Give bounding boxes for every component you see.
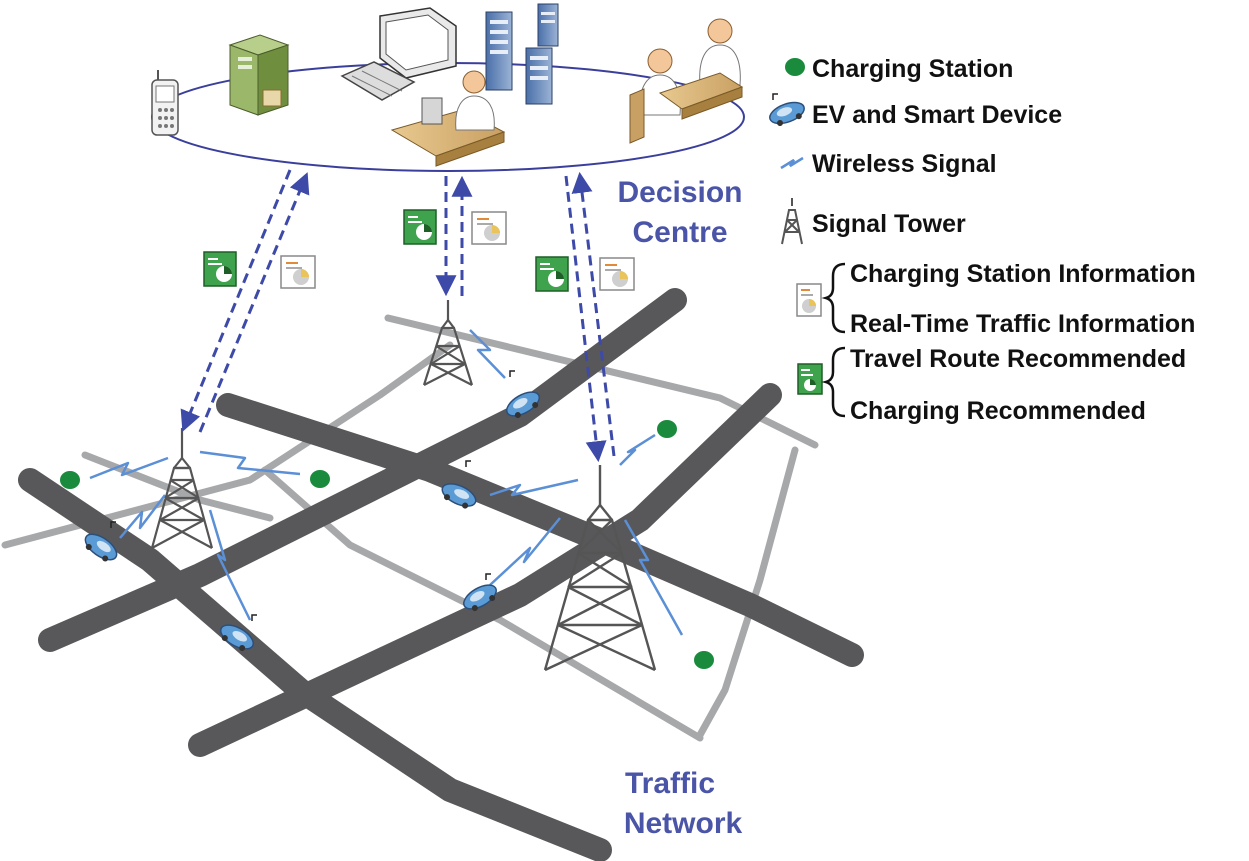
- downlink-arrow: [180, 169, 292, 432]
- charging-station-icon: [60, 471, 80, 489]
- wireless-signal-icon: [623, 519, 684, 636]
- minor-road: [261, 466, 704, 742]
- major-roads: [18, 288, 864, 861]
- wireless-signal-icon: [119, 494, 166, 539]
- server-tower-icon: [228, 34, 290, 116]
- operator-desk-icon: [390, 70, 506, 167]
- route-document-icon: [203, 251, 237, 287]
- wireless-signal-icon: [208, 509, 252, 621]
- wireless-signal-icon: [89, 456, 169, 480]
- ev-icon: [769, 101, 805, 126]
- smart-device-icons: [110, 370, 515, 621]
- report-document-icon: [796, 283, 822, 317]
- signal-tower-icon: [543, 465, 657, 672]
- charging-station-icon: [310, 470, 330, 488]
- wireless-signal-icon: [619, 433, 656, 466]
- major-road: [216, 393, 864, 667]
- ev-icon: [84, 533, 118, 562]
- minor-road: [384, 314, 819, 449]
- report-document-icon: [280, 255, 316, 289]
- legend-label-real-time-traffic-information: Real-Time Traffic Information: [850, 310, 1195, 338]
- legend-label-signal-tower: Signal Tower: [812, 210, 966, 238]
- wireless-signal-icon: [469, 329, 506, 379]
- mobile-phone-icon: [151, 70, 179, 136]
- traffic-network-label: Traffic: [625, 767, 715, 800]
- charging-station-icon: [657, 420, 677, 438]
- traffic-network-label: Network: [624, 807, 743, 840]
- report-document-icon: [599, 257, 635, 291]
- wireless-signals: [89, 329, 684, 636]
- meeting-icon: [629, 18, 744, 144]
- server-rack-icon: [537, 3, 559, 47]
- decision-centre-label: Centre: [632, 216, 727, 249]
- brace-icon: [821, 346, 846, 418]
- uplink-arrow: [198, 172, 310, 433]
- uplink-arrow: [571, 171, 616, 457]
- legend-label-ev-device: EV and Smart Device: [812, 101, 1062, 129]
- signal-tower-icon: [781, 198, 803, 245]
- decision-centre-label: Decision: [617, 176, 742, 209]
- monitor-icon: [379, 7, 457, 79]
- wireless-signal-icon: [489, 478, 579, 497]
- traffic-network: [1, 288, 864, 861]
- electric-vehicles: [84, 370, 540, 652]
- minor-roads: [1, 314, 819, 742]
- major-road: [18, 468, 612, 861]
- server-rack-icon: [485, 11, 513, 91]
- charging-stations: [60, 420, 714, 669]
- decision-centre: Decision Centre: [151, 3, 745, 249]
- route-document-icon: [535, 256, 569, 292]
- link-documents: [203, 209, 635, 292]
- legend-label-wireless-signal: Wireless Signal: [812, 150, 997, 178]
- legend-label-charging-recommended: Charging Recommended: [850, 397, 1146, 425]
- minor-road: [696, 446, 799, 739]
- major-road: [188, 383, 782, 757]
- ev-icon: [220, 624, 254, 652]
- signal-tower-icon: [150, 428, 214, 549]
- ev-icon: [506, 391, 540, 419]
- route-document-icon: [797, 363, 823, 395]
- ev-icon: [463, 584, 497, 612]
- legend-label-charging-station: Charging Station: [812, 55, 1013, 83]
- legend-label-charging-station-information: Charging Station Information: [850, 260, 1196, 288]
- keyboard-icon: [340, 61, 416, 101]
- charging-station-icon: [694, 651, 714, 669]
- route-document-icon: [403, 209, 437, 245]
- server-rack-icon: [525, 47, 553, 105]
- legend: Charging Station EV and Smart Device Wir…: [769, 55, 1196, 425]
- smart-device-icon: [772, 93, 778, 100]
- legend-label-travel-route-recommended: Travel Route Recommended: [850, 345, 1186, 373]
- ev-icon: [441, 483, 477, 509]
- brace-icon: [821, 262, 846, 334]
- major-road: [38, 288, 687, 652]
- charging-station-icon: [785, 58, 805, 76]
- report-document-icon: [471, 211, 507, 245]
- wireless-signal-icon: [780, 156, 804, 170]
- wireless-signal-icon: [199, 450, 301, 476]
- signal-tower-icon: [422, 300, 474, 386]
- wireless-signal-icon: [489, 517, 561, 586]
- communication-links: [180, 169, 616, 463]
- downlink-arrow: [564, 175, 607, 463]
